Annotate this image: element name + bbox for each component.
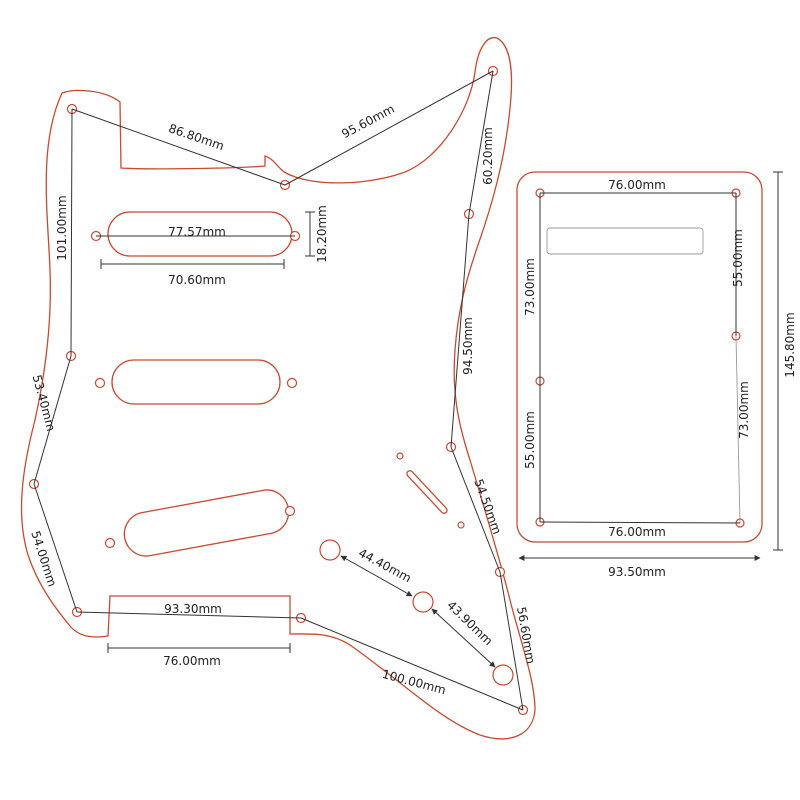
middle-pickup-screw-hole bbox=[286, 377, 298, 389]
label-left-upper-edge: 101.00mm bbox=[55, 195, 69, 260]
switch-screw-hole bbox=[457, 521, 465, 529]
label-backplate-left-lower: 55.00mm bbox=[523, 411, 537, 469]
bridge-pickup-cavity bbox=[123, 489, 290, 557]
label-right-bottom-edge: 56.60mm bbox=[514, 606, 538, 665]
label-backplate-overall-height: 145.80mm bbox=[783, 312, 797, 377]
pickguard-dimension-lines bbox=[33, 70, 524, 711]
middle-pickup-screw-hole bbox=[94, 377, 106, 389]
label-neck-pickup-hole: 77.57mm bbox=[168, 225, 226, 239]
bridge-pickup-screw-hole bbox=[104, 537, 116, 549]
label-right-lower-edge: 54.50mm bbox=[471, 477, 504, 536]
pot-hole-volume bbox=[319, 539, 341, 561]
pickguard: 86.80mm 95.60mm 101.00mm 60.20mm 77.57mm… bbox=[20, 36, 538, 740]
backplate-spring-slot bbox=[546, 227, 704, 255]
backplate-outline bbox=[516, 171, 763, 543]
label-neck-pickup-width: 70.60mm bbox=[168, 273, 226, 287]
label-backplate-bottom-width: 76.00mm bbox=[608, 525, 666, 539]
backplate: 76.00mm 76.00mm 55.00mm 73.00mm 55.00mm … bbox=[516, 171, 797, 579]
bridge-pickup-screw-hole bbox=[284, 505, 296, 517]
label-bottom-cutout-holes: 93.30mm bbox=[164, 602, 222, 616]
backplate-dimension-lines bbox=[518, 171, 783, 561]
middle-pickup-cavity bbox=[111, 359, 281, 405]
switch-slot bbox=[406, 470, 448, 514]
pickguard-outline bbox=[20, 36, 536, 740]
label-right-mid-edge: 94.50mm bbox=[461, 317, 475, 375]
label-neck-pickup-height: 18.20mm bbox=[315, 205, 329, 263]
label-pot-2-to-3: 43.90mm bbox=[444, 598, 495, 648]
pickguard-dimension-labels: 86.80mm 95.60mm 101.00mm 60.20mm 77.57mm… bbox=[28, 102, 538, 698]
pot-hole-tone-1 bbox=[412, 591, 434, 613]
label-backplate-overall-width: 93.50mm bbox=[608, 565, 666, 579]
backplate-dimension-labels: 76.00mm 76.00mm 55.00mm 73.00mm 55.00mm … bbox=[523, 178, 797, 579]
label-pot-1-to-2: 44.40mm bbox=[356, 546, 414, 585]
label-backplate-left-upper: 73.00mm bbox=[523, 258, 537, 316]
label-right-upper-edge: 60.20mm bbox=[481, 127, 495, 185]
label-backplate-right-upper: 55.00mm bbox=[731, 229, 745, 287]
switch-screw-hole bbox=[396, 452, 404, 460]
label-bottom-cutout-width: 76.00mm bbox=[163, 654, 221, 668]
label-backplate-right-lower: 73.00mm bbox=[737, 381, 751, 439]
label-top-right-edge: 95.60mm bbox=[339, 102, 397, 141]
pot-hole-tone-2 bbox=[492, 664, 514, 686]
label-bottom-edge: 100.00mm bbox=[381, 667, 448, 697]
label-top-left-edge: 86.80mm bbox=[167, 121, 226, 153]
label-left-lower-edge: 54.00mm bbox=[28, 529, 59, 588]
label-backplate-top-width: 76.00mm bbox=[608, 178, 666, 192]
